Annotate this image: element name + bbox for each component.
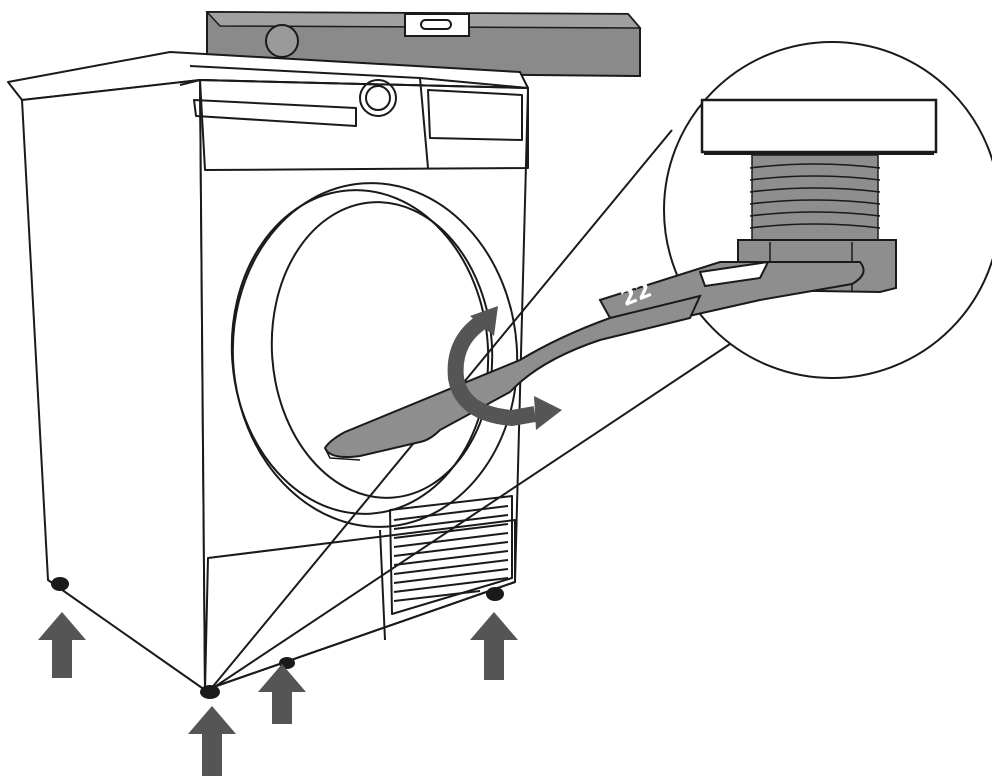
up-arrow-icon-front-left: [188, 706, 236, 776]
foot-front-left: [200, 685, 220, 699]
up-arrow-icon-back-left: [38, 612, 86, 678]
lift-arrows: [38, 612, 518, 776]
water-container: [427, 89, 523, 141]
control-panel: [199, 79, 529, 171]
door-glass: [270, 201, 494, 499]
magnified-foot-detail: [598, 41, 992, 379]
dryer-side-panel: [21, 79, 206, 691]
foot-back-left: [51, 577, 69, 591]
display-area: [193, 99, 357, 127]
program-knob: [359, 79, 397, 117]
foot-back-right: [486, 587, 504, 601]
tumble-dryer: [7, 51, 529, 691]
plinth: [204, 519, 516, 691]
rotate-arrow-icon: [447, 306, 562, 430]
up-arrow-icon-front-right: [258, 664, 306, 724]
up-arrow-icon-back-right: [470, 612, 518, 680]
threaded-leg: [749, 154, 881, 246]
dryer-feet: [51, 577, 504, 699]
wrench-22: 22: [323, 277, 702, 461]
base-plate: [700, 98, 938, 154]
vent-grille: [389, 495, 513, 615]
